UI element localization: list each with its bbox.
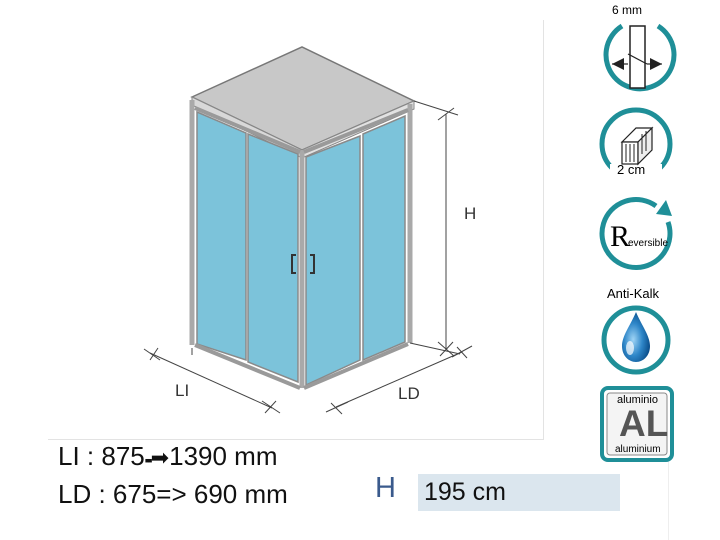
frame-bottom-left: [194, 343, 301, 390]
left-glass-panel-sliding: [247, 132, 299, 384]
dimension-li: [143, 347, 281, 414]
profile-width-icon: [599, 107, 673, 182]
frame-top-right: [303, 108, 409, 154]
right-glass-panel-fixed: [362, 114, 406, 362]
door-handle-left: [291, 254, 296, 274]
spec-h-value: 195 cm: [424, 478, 506, 506]
aluminium-label-top: aluminio: [617, 394, 658, 406]
dimension-label-h: H: [464, 204, 477, 223]
door-handle-right: [310, 254, 315, 274]
water-drop-icon: [601, 305, 671, 375]
dimension-label-ld: LD: [398, 384, 420, 403]
right-glass-panel-sliding: [305, 134, 361, 387]
profile-width-badge: 2 cm: [590, 104, 690, 188]
spec-h-letter: H: [375, 472, 396, 504]
frame-bottom-right: [303, 342, 409, 390]
aluminium-badge: aluminio AL aluminium: [590, 386, 690, 462]
dimension-ld: [325, 345, 473, 415]
reversible-badge: R eversible: [590, 192, 690, 274]
spec-h-value-box: 195 cm: [418, 474, 620, 511]
frame-top-left: [194, 106, 301, 154]
arrow-tail-icon: ▪▪: [144, 452, 153, 468]
aluminium-label-bottom: aluminium: [615, 444, 661, 455]
reversible-letter: R: [610, 220, 631, 253]
anti-kalk-label: Anti-Kalk: [607, 286, 660, 301]
anti-kalk-badge: Anti-Kalk: [590, 284, 690, 380]
glass-thickness-badge: 6 mm: [590, 2, 690, 100]
divider: [668, 445, 669, 540]
left-glass-panel-fixed: [196, 110, 247, 362]
profile-width-label: 2 cm: [617, 162, 646, 177]
spec-li-min: LI : 875: [58, 441, 145, 471]
diagram-panel: [48, 20, 544, 440]
aluminium-code: AL: [619, 403, 669, 444]
spec-li-max: 1390 mm: [169, 441, 278, 471]
glass-thickness-label: 6 mm: [612, 3, 642, 17]
dimension-label-li: LI: [175, 381, 190, 400]
reversible-label: eversible: [628, 238, 669, 249]
right-arrow-icon: ➡: [150, 445, 170, 470]
spec-ld: LD : 675=> 690 mm: [58, 479, 288, 509]
dimension-h: [409, 100, 461, 357]
glass-thickness-icon: [603, 23, 677, 92]
spec-li: LI : 875▪▪➡1390 mm: [58, 441, 278, 472]
reversible-icon: [599, 197, 673, 270]
aluminium-frame-icon: [600, 386, 674, 462]
